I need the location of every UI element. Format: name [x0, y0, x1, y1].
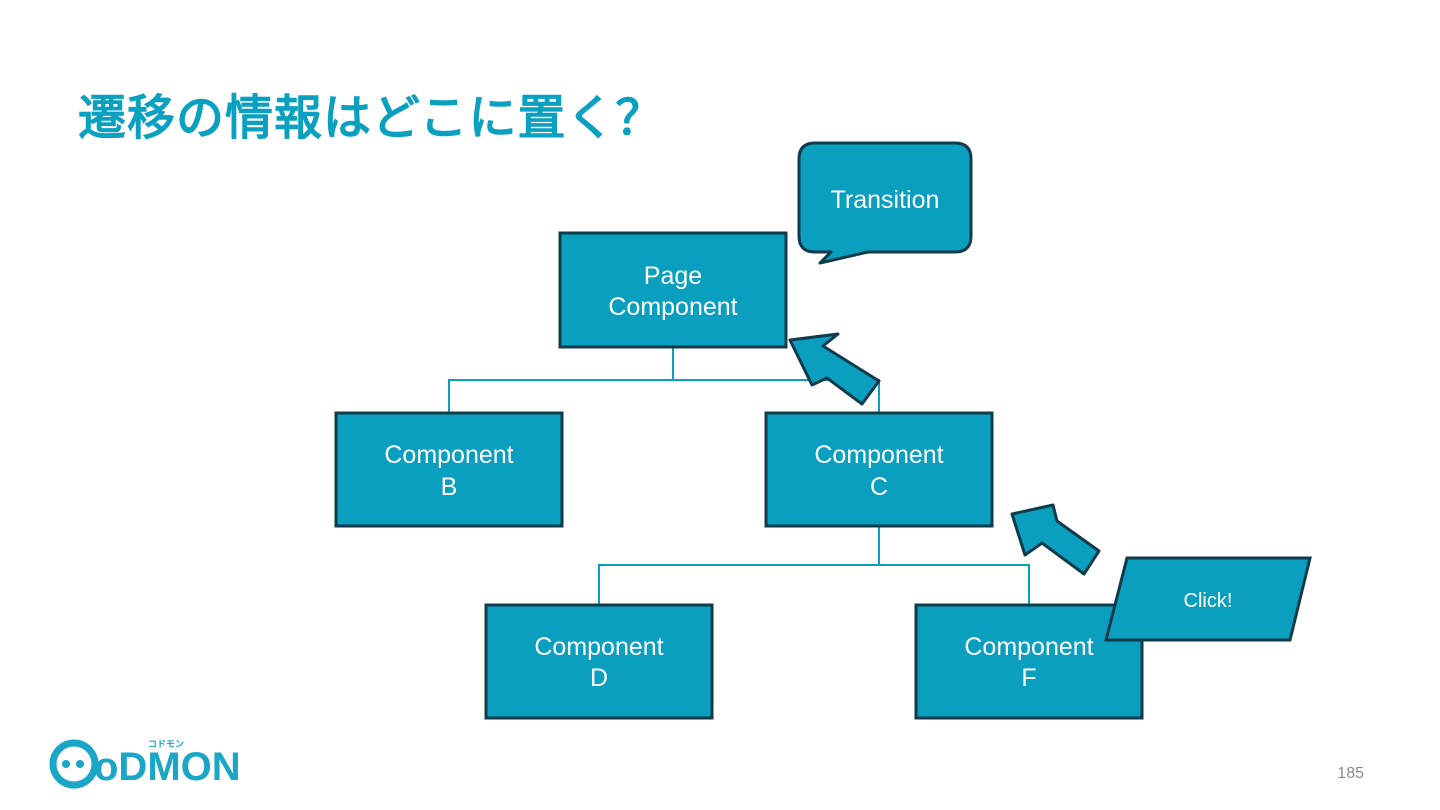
- node-f-line2: F: [1021, 664, 1036, 692]
- logo-text: oDMON: [94, 745, 241, 789]
- slide-title: 遷移の情報はどこに置く？: [78, 90, 665, 146]
- transition-label: Transition: [831, 186, 940, 214]
- logo-subtext: コドモン: [148, 739, 184, 750]
- node-d-line1: Component: [534, 633, 663, 661]
- node-component-c: Component C: [764, 411, 994, 528]
- node-page-line1: Page: [644, 262, 702, 290]
- transition-speech-bubble: [797, 141, 973, 265]
- node-page-component: Page Component: [558, 231, 788, 349]
- node-d-line2: D: [590, 664, 608, 692]
- node-f-line1: Component: [964, 633, 1093, 661]
- tree-connectors: [448, 347, 1030, 605]
- connector-page-to-children: [448, 347, 880, 413]
- arrow-c-to-page-icon: [788, 332, 881, 406]
- connector-c-to-children: [598, 526, 1030, 605]
- click-label: Click!: [1184, 590, 1233, 612]
- node-b-line1: Component: [384, 441, 513, 469]
- click-callout: [1104, 556, 1312, 642]
- node-component-b: Component B: [334, 411, 564, 528]
- node-page-line2: Component: [608, 293, 737, 321]
- node-component-f: Component F: [914, 603, 1144, 720]
- arrow-f-to-c-icon: [1010, 503, 1101, 576]
- codmon-logo: oDMON コドモン: [49, 739, 241, 789]
- node-c-line1: Component: [814, 441, 943, 469]
- page-number: 185: [1337, 765, 1364, 782]
- node-b-line2: B: [441, 473, 458, 501]
- node-component-d: Component D: [484, 603, 714, 720]
- node-c-line2: C: [870, 473, 888, 501]
